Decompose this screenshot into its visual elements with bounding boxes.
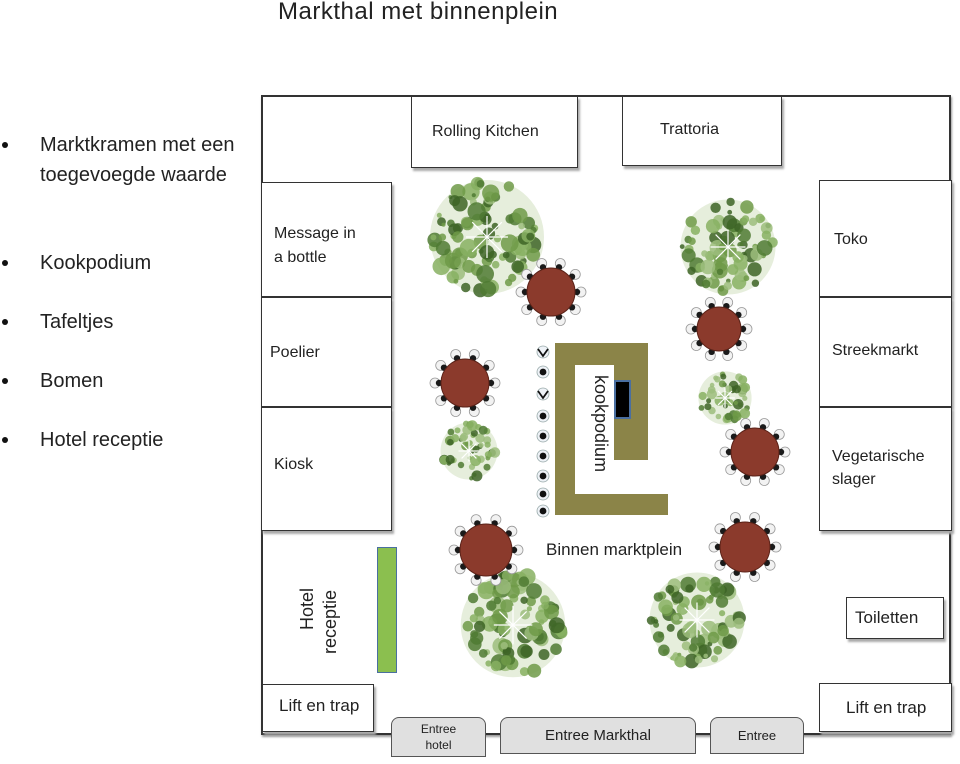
table-icon (515, 258, 587, 326)
seat-icon (536, 487, 550, 501)
binnen-marktplein-label: Binnen marktplein (546, 540, 683, 559)
stall-poelier: Poelier (261, 297, 392, 407)
toiletten: Toiletten (846, 597, 944, 639)
bullet-icon (2, 142, 8, 148)
tree-icon (646, 572, 746, 669)
entrance-entree: Entree (710, 717, 804, 754)
entrance-markthal: Entree Markthal (500, 717, 696, 754)
stall-toko: Toko (819, 180, 952, 297)
kookpodium-screen (614, 380, 631, 419)
kookpodium-bottom (555, 494, 668, 515)
kookpodium-left (555, 343, 575, 515)
lift-en-trap-right: Lift en trap (819, 683, 952, 732)
seat-icon (536, 365, 550, 379)
seat-icon (536, 469, 550, 483)
stall-rolling-kitchen: Rolling Kitchen (411, 96, 578, 168)
stall-message-in-a-bottle: Message in a bottle (261, 182, 392, 297)
table-icon (685, 296, 753, 362)
table-icon (448, 514, 524, 586)
seat-icon (536, 345, 550, 359)
stall-trattoria: Trattoria (622, 96, 782, 166)
tree-icon (460, 568, 568, 678)
tree-icon (679, 197, 778, 296)
seat-icon (536, 387, 550, 401)
tree-icon (439, 420, 501, 482)
trees-layer (427, 176, 778, 678)
table-icon (719, 418, 791, 486)
entrance-hotel: Entree hotel (391, 717, 486, 757)
bullet-icon (2, 319, 8, 325)
stall-vegetarische-slager: Vegetarische slager (819, 407, 952, 531)
audience-seats-layer (536, 345, 550, 518)
seat-icon (536, 504, 550, 518)
stall-streekmarkt: Streekmarkt (819, 297, 952, 407)
seat-icon (536, 429, 550, 443)
reception-desk (377, 547, 397, 673)
page-title: Markthal met binnenplein (278, 0, 559, 25)
stall-kiosk: Kiosk (261, 407, 392, 531)
table-icon (708, 512, 782, 582)
tree-icon (698, 371, 752, 425)
tree-icon (427, 176, 544, 298)
seat-icon (536, 449, 550, 463)
bullet-icon (2, 260, 8, 266)
seat-icon (536, 409, 550, 423)
bullet-icon (2, 378, 8, 384)
tables-layer (429, 258, 791, 586)
lift-en-trap-left: Lift en trap (262, 684, 374, 732)
table-icon (429, 349, 501, 417)
bullet-icon (2, 437, 8, 443)
